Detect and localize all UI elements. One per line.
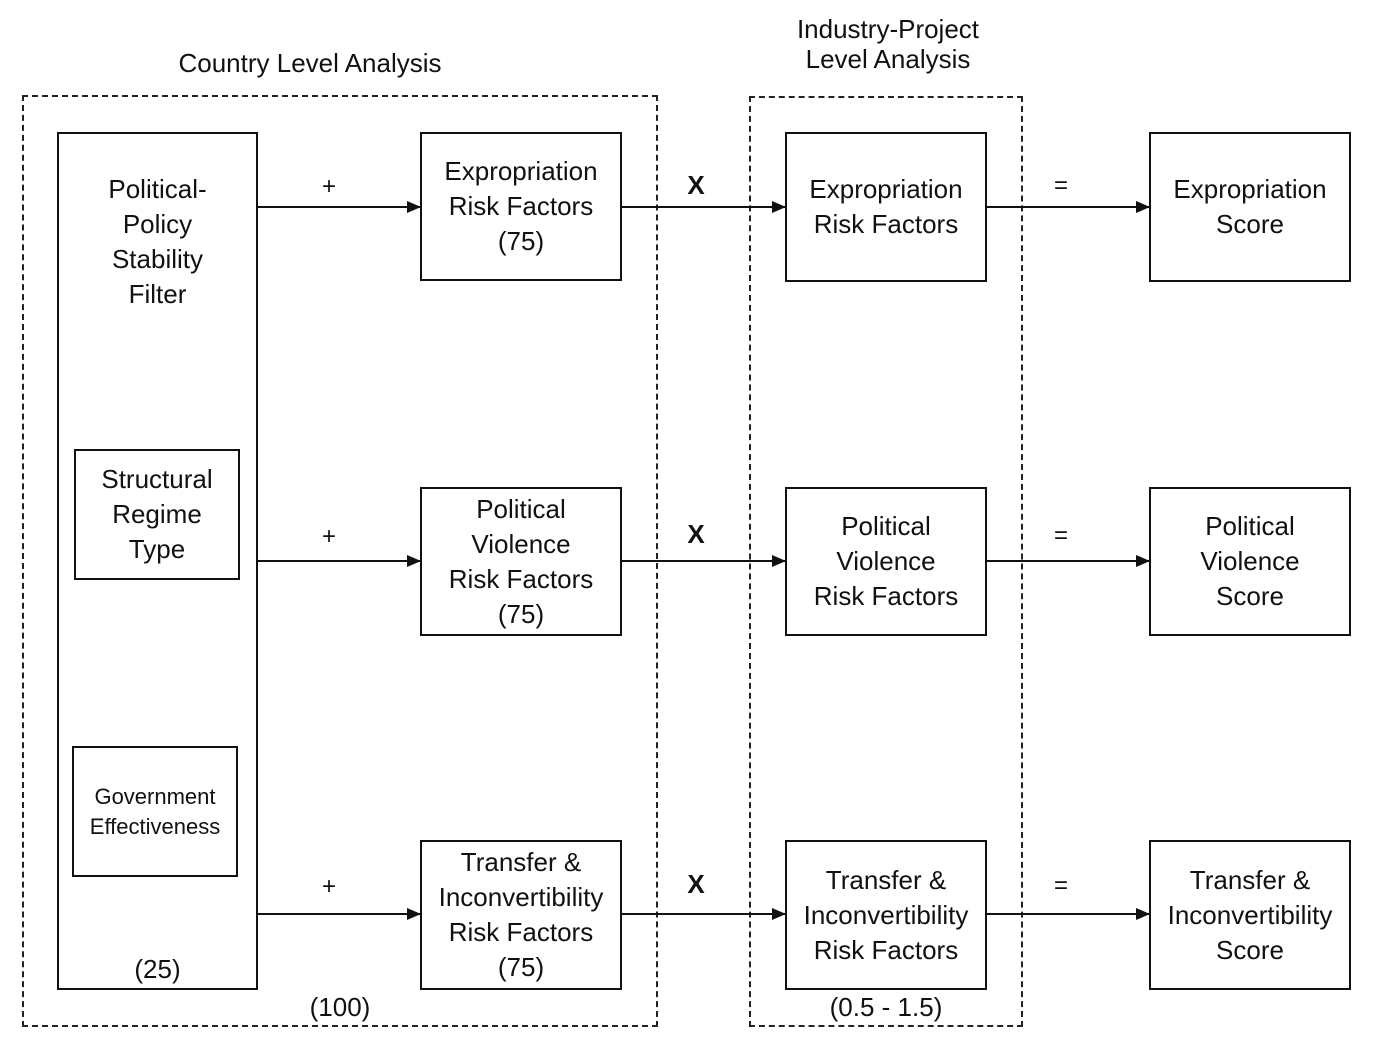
times-operator-expropriation: X (687, 170, 705, 200)
country-transfer-box: Transfer & Inconvertibility Risk Factors… (420, 840, 622, 990)
industry-expropriation-label: Expropriation Risk Factors (809, 174, 963, 239)
industry-expropriation-box: Expropriation Risk Factors (785, 132, 987, 282)
structural-regime-type-box: Structural Regime Type (74, 449, 240, 580)
industry-violence-label: Political Violence Risk Factors (813, 511, 959, 611)
country-transfer-label: Transfer & Inconvertibility Risk Factors… (438, 847, 604, 982)
equals-operator-violence: = (1053, 522, 1068, 549)
times-operator-violence: X (687, 519, 705, 549)
filter-weight: (25) (134, 954, 181, 984)
country-violence-box: Political Violence Risk Factors (75) (420, 487, 622, 636)
government-effectiveness-label: Government Effectiveness (89, 783, 221, 839)
expropriation-score-box: Expropriation Score (1149, 132, 1351, 282)
country-violence-label: Political Violence Risk Factors (75) (448, 493, 594, 629)
government-effectiveness-box: Government Effectiveness (72, 746, 238, 877)
transfer-score-box: Transfer & Inconvertibility Score (1149, 840, 1351, 990)
equals-operator-expropriation: = (1053, 172, 1068, 199)
structural-regime-type-label: Structural Regime Type (101, 464, 213, 564)
plus-operator-expropriation: + (321, 173, 336, 200)
equals-operator-transfer: = (1053, 872, 1068, 899)
industry-transfer-box: Transfer & Inconvertibility Risk Factors (785, 840, 987, 990)
plus-operator-transfer: + (321, 873, 336, 900)
country-expropriation-box: Expropriation Risk Factors (75) (420, 132, 622, 281)
expropriation-score-label: Expropriation Score (1173, 174, 1327, 239)
plus-operator-violence: + (321, 523, 336, 550)
industry-range-label: (0.5 - 1.5) (829, 992, 943, 1022)
violence-score-label: Political Violence Score (1200, 511, 1300, 611)
country-expropriation-label: Expropriation Risk Factors (75) (444, 156, 598, 256)
industry-level-heading: Industry-Project Level Analysis (796, 14, 980, 74)
stability-filter-title: Political- Policy Stability Filter (108, 174, 207, 309)
country-level-heading: Country Level Analysis (178, 48, 442, 78)
industry-transfer-label: Transfer & Inconvertibility Risk Factors (803, 864, 969, 965)
industry-violence-box: Political Violence Risk Factors (785, 487, 987, 636)
violence-score-box: Political Violence Score (1149, 487, 1351, 636)
times-operator-transfer: X (687, 869, 705, 899)
country-weight-label: (100) (309, 992, 371, 1022)
transfer-score-label: Transfer & Inconvertibility Score (1167, 864, 1333, 965)
